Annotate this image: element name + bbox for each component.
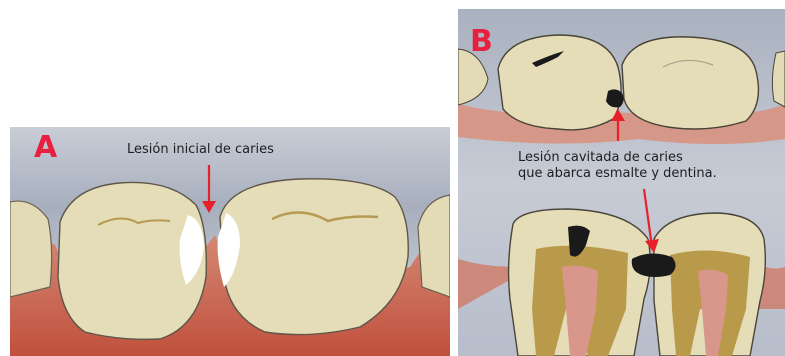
- upper-left-tooth: [498, 35, 621, 130]
- right-molar: [220, 179, 408, 335]
- upper-right-edge-tooth: [772, 51, 785, 107]
- panel-b-letter: B: [470, 24, 493, 59]
- panel-a-label: Lesión inicial de caries: [127, 142, 274, 157]
- upper-right-tooth: [622, 37, 758, 129]
- panel-b-label-line2: que abarca esmalte y dentina.: [518, 166, 717, 181]
- left-edge-tooth: [10, 201, 52, 297]
- panel-b-label-line1: Lesión cavitada de caries: [518, 150, 683, 165]
- panel-a-illustration: A Lesión inicial de caries: [10, 127, 450, 356]
- panel-b: B Lesión cavitada de caries que abarca e…: [458, 9, 785, 356]
- panel-a: A Lesión inicial de caries: [10, 127, 450, 356]
- panel-a-letter: A: [34, 130, 58, 165]
- panel-b-illustration: B Lesión cavitada de caries que abarca e…: [458, 9, 785, 356]
